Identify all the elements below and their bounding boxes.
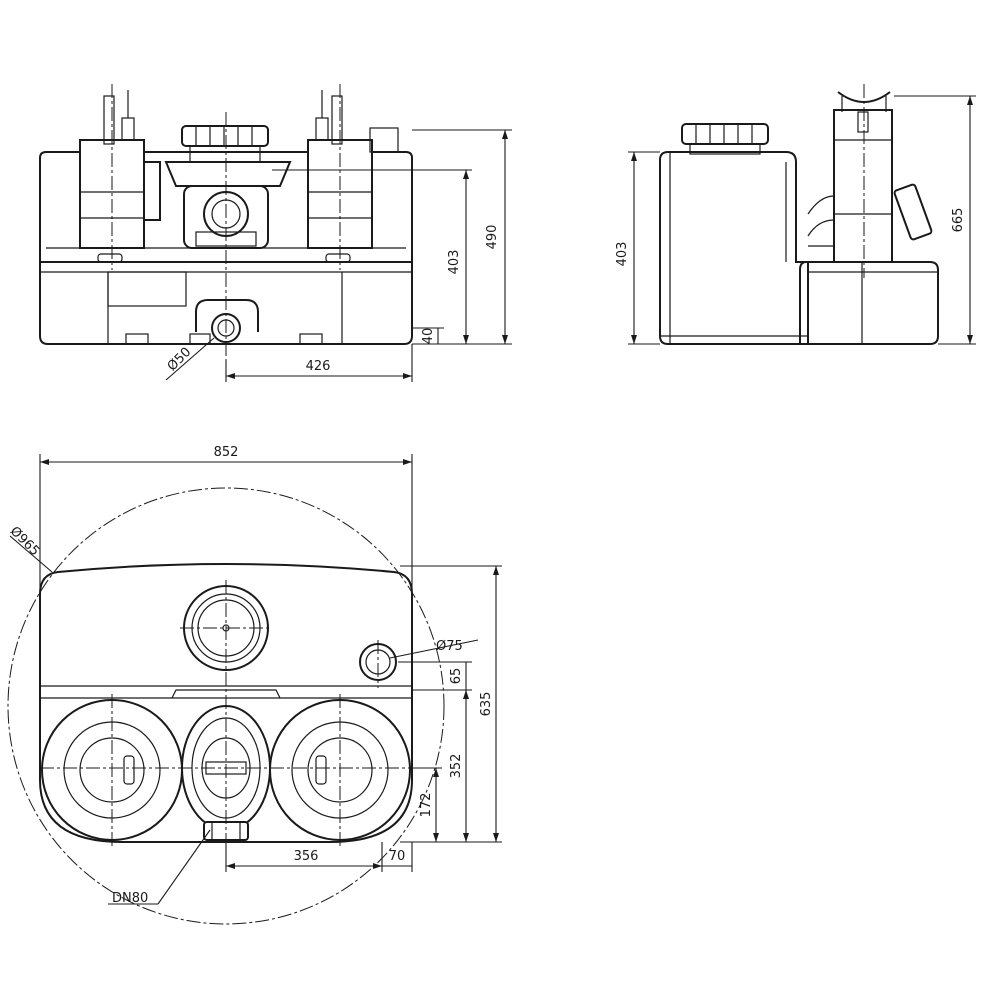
top-dim-dn80: DN80 bbox=[112, 891, 148, 906]
top-dim-swing-diameter: Ø965 bbox=[7, 524, 42, 559]
top-dim-vent-diameter: Ø75 bbox=[436, 639, 463, 654]
front-dim-490: 490 bbox=[485, 225, 500, 250]
side-dim-403: 403 bbox=[615, 242, 630, 267]
front-view: 490 403 40 426 Ø50 bbox=[39, 84, 512, 382]
side-view: 403 665 bbox=[615, 84, 976, 345]
top-dim-172: 172 bbox=[419, 793, 434, 818]
front-vent bbox=[369, 127, 399, 153]
top-dim-70: 70 bbox=[389, 849, 406, 864]
front-manhole-lid bbox=[181, 125, 269, 147]
top-dim-352: 352 bbox=[449, 754, 464, 779]
top-dim-852: 852 bbox=[214, 445, 239, 460]
front-cover bbox=[164, 161, 292, 187]
side-dim-665: 665 bbox=[951, 208, 966, 233]
side-pump bbox=[833, 109, 893, 263]
side-manhole-lid bbox=[681, 123, 769, 145]
top-dim-65: 65 bbox=[449, 668, 464, 685]
side-sump bbox=[799, 261, 939, 345]
side-valve bbox=[893, 183, 933, 241]
top-tank-outline bbox=[39, 563, 413, 843]
top-dim-356: 356 bbox=[294, 849, 319, 864]
front-dim-426: 426 bbox=[306, 359, 331, 374]
front-upper-tank bbox=[39, 151, 413, 263]
front-nameplate bbox=[107, 271, 187, 307]
front-lower-tank bbox=[39, 261, 413, 345]
top-dim-635: 635 bbox=[479, 692, 494, 717]
front-right-pipe bbox=[331, 95, 343, 145]
front-left-pipe bbox=[103, 95, 115, 145]
front-dim-403: 403 bbox=[447, 250, 462, 275]
side-tank bbox=[659, 151, 809, 345]
top-view: 852 Ø965 Ø75 65 635 352 172 356 70 DN80 bbox=[7, 445, 502, 925]
front-dim-40: 40 bbox=[421, 328, 436, 345]
top-swing-circle bbox=[7, 487, 445, 925]
front-left-bracket bbox=[143, 161, 161, 221]
front-dim-inlet-diameter: Ø50 bbox=[165, 345, 195, 375]
